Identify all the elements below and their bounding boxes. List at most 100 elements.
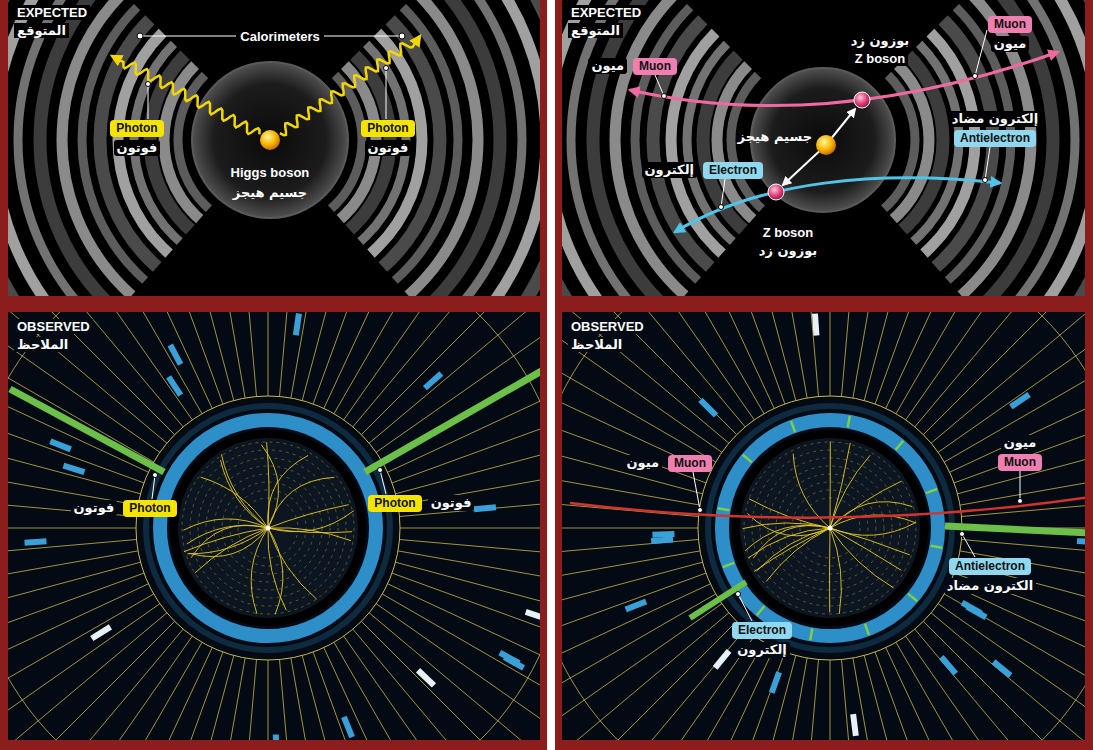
calorimeter-spoke xyxy=(842,660,867,741)
particle-label: Photonفوتون xyxy=(110,120,163,156)
particle-label: Electron إلكترون xyxy=(732,622,792,658)
calorimeter-spoke xyxy=(915,629,1085,740)
tracker-layer xyxy=(198,458,338,598)
calorimeter-spoke xyxy=(302,312,377,401)
calorimeter-spoke xyxy=(562,621,737,740)
panel-ground xyxy=(8,312,540,740)
energy-deposit xyxy=(63,463,86,475)
particle-tag: Electron xyxy=(732,622,792,639)
calorimeter-spoke xyxy=(268,312,269,396)
calorimeter-spoke xyxy=(562,584,710,706)
calorimeter-spoke xyxy=(376,604,540,740)
calorimeter-band xyxy=(653,0,993,296)
arabic-label: بوزون زد xyxy=(848,33,912,48)
calorimeter-spoke xyxy=(195,312,245,398)
calorimeter-band xyxy=(40,0,500,296)
electron-deposit xyxy=(690,582,746,618)
muon-track xyxy=(570,497,1085,518)
particle-track xyxy=(268,528,286,610)
panel-label: Higgs boson xyxy=(231,165,310,180)
calorimeter-edge xyxy=(136,396,400,660)
particle-label: Antielectronالكترون مضاد xyxy=(944,558,1036,594)
energy-tick xyxy=(926,489,937,493)
particle-track xyxy=(195,528,268,573)
calorimeter-spoke xyxy=(954,384,1085,483)
calorimeter-spoke xyxy=(361,621,540,740)
muon-track xyxy=(630,52,1058,106)
calorimeter-spoke xyxy=(721,656,796,741)
calorimeter-spoke xyxy=(931,312,1085,443)
antielectron-deposit xyxy=(945,526,1085,533)
panel-label: Z boson xyxy=(852,51,909,66)
leader-line xyxy=(975,30,987,76)
energy-deposit xyxy=(90,624,112,641)
calorimeter-band xyxy=(8,0,540,296)
energy-deposit xyxy=(1077,538,1085,545)
energy-deposit xyxy=(423,371,443,390)
arabic-label: ميون xyxy=(623,455,662,471)
energy-deposit xyxy=(625,599,648,613)
tracker xyxy=(740,438,920,618)
calorimeter-spoke xyxy=(864,312,939,401)
leader-line xyxy=(962,534,975,557)
calorimeter-spoke xyxy=(923,621,1085,740)
tracker-layer xyxy=(744,442,916,614)
particle-track xyxy=(268,528,317,599)
energy-tick xyxy=(865,624,869,635)
calorimeter-band xyxy=(562,0,1085,296)
particle-track xyxy=(221,454,268,528)
energy-deposit xyxy=(166,375,183,397)
calorimeter-band xyxy=(562,0,1085,296)
leader-line xyxy=(324,36,402,37)
particle-track xyxy=(261,445,278,528)
calorimeter-spoke xyxy=(938,312,1085,452)
calorimeter-spoke xyxy=(291,658,341,740)
observed-four-lepton-panel xyxy=(562,312,1085,740)
calorimeter-spoke xyxy=(721,312,796,401)
calorimeter-band xyxy=(164,34,376,246)
calorimeter-spoke xyxy=(400,540,541,565)
energy-deposit xyxy=(24,538,46,545)
collision-point xyxy=(828,526,833,531)
energy-tick xyxy=(810,629,812,641)
arabic-label: المتوقع xyxy=(568,23,623,38)
particle-track xyxy=(830,441,831,528)
leader-dot xyxy=(384,66,389,71)
calorimeter-spoke xyxy=(8,629,183,740)
calorimeter-spoke xyxy=(562,604,722,740)
arabic-label: فوتون xyxy=(365,140,412,156)
particle-track xyxy=(187,528,268,554)
observed-photon-panel xyxy=(8,312,540,740)
energy-deposit xyxy=(49,438,72,452)
detector-gap xyxy=(170,430,366,626)
energy-deposit xyxy=(525,609,540,622)
calorimeter-spoke xyxy=(842,312,867,396)
calorimeter-spoke xyxy=(392,573,540,672)
calorimeter-spoke xyxy=(388,584,540,706)
arabic-label: إلكترون xyxy=(734,642,789,658)
energy-tick xyxy=(718,508,730,510)
energy-tick xyxy=(723,563,734,567)
energy-tick xyxy=(743,455,752,463)
particle-track xyxy=(766,528,830,581)
leader-line xyxy=(985,147,990,180)
calorimeter-spoke xyxy=(562,312,737,435)
arabic-label: فوتون xyxy=(114,140,161,156)
particle-track xyxy=(830,528,894,588)
calorimeter-spoke xyxy=(268,660,269,740)
particle-tag: Photon xyxy=(361,120,414,137)
calorimeter-spoke xyxy=(8,318,154,462)
particle-label: ميونMuon xyxy=(998,435,1042,471)
calorimeter-band xyxy=(82,0,458,296)
particle-tag: Antielectron xyxy=(954,130,1036,147)
calorimeter-spoke xyxy=(8,573,144,672)
calorimeter-spoke xyxy=(653,312,775,408)
calorimeter-spoke xyxy=(589,636,754,740)
calorimeter-spoke xyxy=(923,312,1085,435)
energy-deposit xyxy=(168,344,184,366)
arabic-label: جسيم هيجز xyxy=(233,185,307,200)
particle-track xyxy=(268,528,352,533)
electron-track xyxy=(675,178,1000,232)
tracker-layer xyxy=(182,442,354,614)
